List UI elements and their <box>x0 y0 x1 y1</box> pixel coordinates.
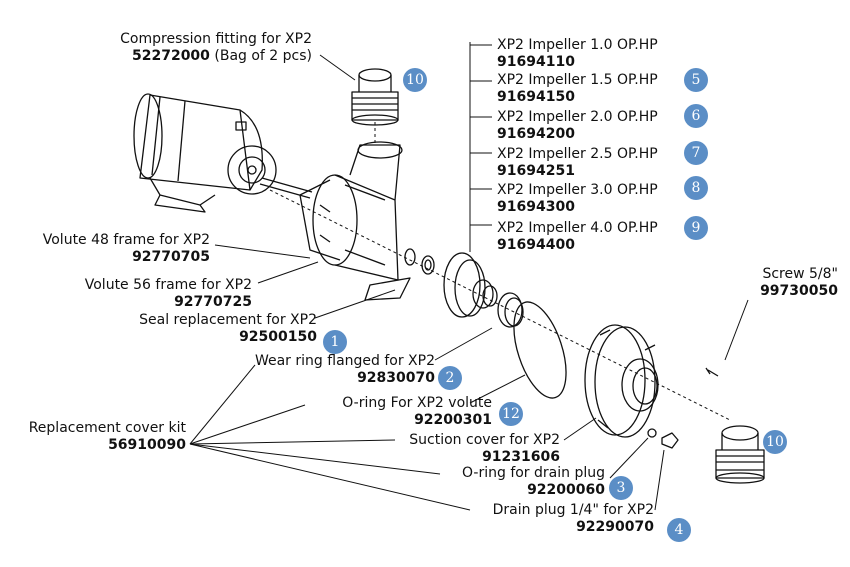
badge-impeller-2-0: 6 <box>684 104 708 128</box>
volute-illustration <box>299 141 403 281</box>
impeller-item: XP2 Impeller 1.5 OP.HP 91694150 <box>497 72 658 106</box>
drain-plug-title: Drain plug 1/4" for XP2 <box>492 502 654 518</box>
impeller-number: 91694300 <box>497 199 575 215</box>
impeller-title: XP2 Impeller 2.0 OP.HP <box>497 109 658 125</box>
volute-48-number: 92770705 <box>132 249 210 265</box>
impeller-number: 91694150 <box>497 89 575 105</box>
volute-48-title: Volute 48 frame for XP2 <box>42 232 210 248</box>
impeller-number: 91694200 <box>497 126 575 142</box>
badge-impeller-3-0: 8 <box>684 176 708 200</box>
cover-kit-title: Replacement cover kit <box>28 420 186 436</box>
label-compression-fitting: Compression fitting for XP2 52272000 (Ba… <box>120 31 312 65</box>
suction-cover-illustration <box>584 324 659 438</box>
impeller-title: XP2 Impeller 4.0 OP.HP <box>497 220 658 236</box>
compression-fitting-top-illustration <box>351 68 399 126</box>
wear-ring-illustration <box>497 292 524 328</box>
suction-cover-title: Suction cover for XP2 <box>409 432 560 448</box>
badge-impeller-4-0: 9 <box>684 216 708 240</box>
leader-lines <box>189 42 749 511</box>
label-cover-kit: Replacement cover kit 56910090 <box>29 420 186 454</box>
impeller-illustration <box>443 252 498 318</box>
badge-oring-drain: 3 <box>609 476 633 500</box>
seal-number: 92500150 <box>239 329 317 345</box>
badge-impeller-1-5: 5 <box>684 68 708 92</box>
impeller-number: 91694110 <box>497 54 575 70</box>
impeller-number: 91694400 <box>497 237 575 253</box>
impeller-title: XP2 Impeller 1.5 OP.HP <box>497 72 658 88</box>
label-volute-56: Volute 56 frame for XP2 92770725 <box>85 277 252 311</box>
label-suction-cover: Suction cover for XP2 91231606 <box>409 432 560 466</box>
badge-seal: 1 <box>323 330 347 354</box>
badge-impeller-2-5: 7 <box>684 141 708 165</box>
oring-volute-title: O-ring For XP2 volute <box>342 395 492 411</box>
oring-volute-number: 92200301 <box>414 412 492 428</box>
impeller-title: XP2 Impeller 2.5 OP.HP <box>497 146 658 162</box>
label-wear-ring: Wear ring flanged for XP2 92830070 <box>255 353 435 387</box>
oring-drain-number: 92200060 <box>527 482 605 498</box>
oring-volute-illustration <box>513 301 567 399</box>
wear-ring-title: Wear ring flanged for XP2 <box>254 353 435 369</box>
compression-fitting-bottom-illustration <box>715 425 765 484</box>
impeller-title: XP2 Impeller 3.0 OP.HP <box>497 182 658 198</box>
badge-fitting-bottom: 10 <box>763 430 787 454</box>
oring-drain-title: O-ring for drain plug <box>462 465 605 481</box>
screw-illustration <box>705 367 719 377</box>
label-screw: Screw 5/8" 99730050 <box>760 266 838 300</box>
volute-56-title: Volute 56 frame for XP2 <box>84 277 252 293</box>
volute-56-number: 92770725 <box>174 294 252 310</box>
badge-oring-volute: 12 <box>499 402 523 426</box>
impeller-number: 91694251 <box>497 163 575 179</box>
badge-drain-plug: 4 <box>667 518 691 542</box>
label-oring-volute: O-ring For XP2 volute 92200301 <box>342 395 492 429</box>
impeller-item: XP2 Impeller 3.0 OP.HP 91694300 <box>497 182 658 216</box>
label-oring-drain: O-ring for drain plug 92200060 <box>462 465 605 499</box>
impeller-item: XP2 Impeller 2.5 OP.HP 91694251 <box>497 146 658 180</box>
compression-fitting-title: Compression fitting for XP2 <box>120 31 312 47</box>
drain-plug-illustration <box>647 428 679 449</box>
label-seal: Seal replacement for XP2 92500150 <box>139 312 317 346</box>
seal-title: Seal replacement for XP2 <box>139 312 317 328</box>
badge-wear-ring: 2 <box>438 366 462 390</box>
motor-illustration <box>133 93 313 213</box>
compression-fitting-note: (Bag of 2 pcs) <box>214 48 312 64</box>
cover-kit-number: 56910090 <box>108 437 186 453</box>
badge-fitting-top: 10 <box>403 68 427 92</box>
label-drain-plug: Drain plug 1/4" for XP2 92290070 <box>493 502 654 536</box>
impeller-item: XP2 Impeller 4.0 OP.HP 91694400 <box>497 220 658 254</box>
suction-cover-number: 91231606 <box>482 449 560 465</box>
label-volute-48: Volute 48 frame for XP2 92770705 <box>43 232 210 266</box>
impeller-title: XP2 Impeller 1.0 OP.HP <box>497 37 658 53</box>
impeller-item: XP2 Impeller 2.0 OP.HP 91694200 <box>497 109 658 143</box>
compression-fitting-number: 52272000 <box>131 48 210 64</box>
drain-plug-number: 92290070 <box>576 519 654 535</box>
wear-ring-number: 92830070 <box>357 370 435 386</box>
impeller-item: XP2 Impeller 1.0 OP.HP 91694110 <box>497 37 658 71</box>
screw-number: 99730050 <box>760 283 838 299</box>
screw-title: Screw 5/8" <box>762 266 838 282</box>
